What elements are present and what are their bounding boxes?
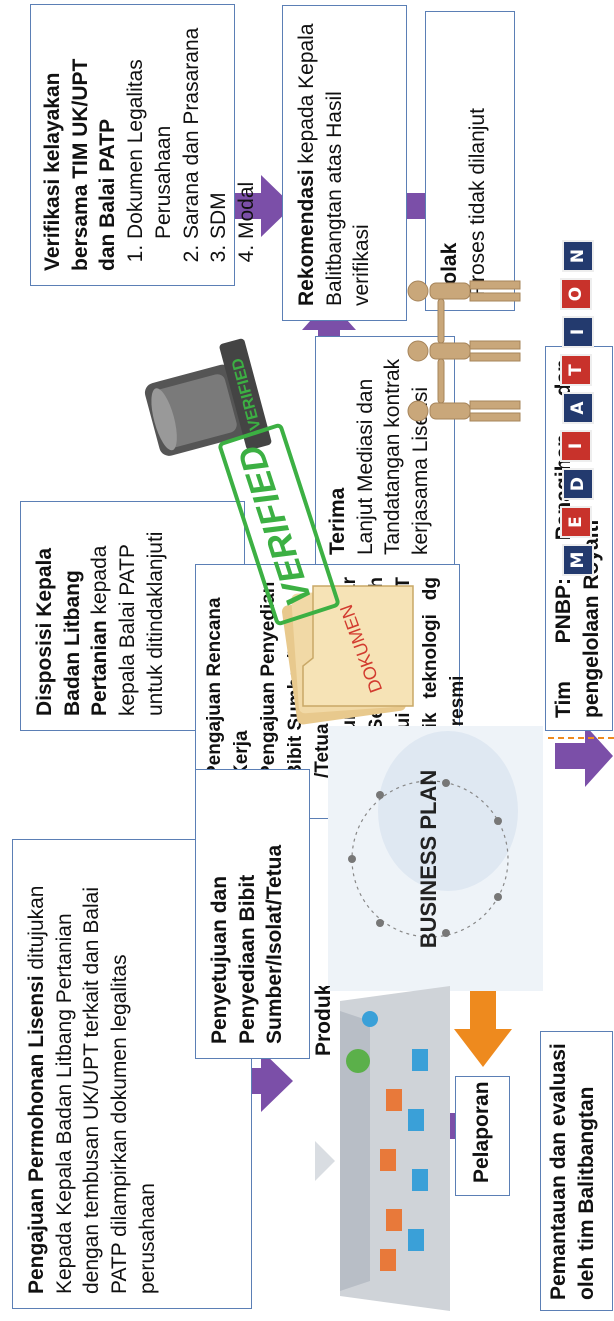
dashed-divider-line	[548, 737, 614, 739]
pengajuan-title: Pengajuan Permohonan Lisensi	[25, 975, 48, 1294]
penyetujuan-text: Penyetujuan dan Penyediaan Bibit Sumber/…	[208, 844, 287, 1044]
box-rekomendasi: Rekomendasi kepada Kepala Balitbangtan a…	[282, 5, 407, 321]
mediation-letter-tile: I	[560, 430, 592, 462]
arrow-verifikasi-to-rekomendasi	[225, 175, 293, 237]
arrow-orange-down	[454, 979, 512, 1067]
verifikasi-item: Sarana dan Prasarana	[178, 19, 206, 239]
verifikasi-item: Modal	[233, 19, 261, 239]
mediation-letter-tile: I	[562, 316, 594, 348]
mediation-letter-tile: O	[560, 278, 592, 310]
verifikasi-item: SDM	[205, 19, 233, 239]
pemantauan-text: Pemantauan dan evaluasi oleh tim Balitba…	[547, 1043, 598, 1300]
verifikasi-title: Verifikasi kelayakan bersama TIM UK/UPT …	[41, 58, 120, 271]
mediation-letter-tile: M	[562, 544, 594, 576]
mediation-letter-tile: N	[562, 240, 594, 272]
verifikasi-list: Dokumen Legalitas Perusahaan Sarana dan …	[122, 19, 261, 271]
pelaporan-text: Pelaporan	[470, 1081, 493, 1183]
mediation-letter-tile: D	[562, 468, 594, 500]
rencana-item: Pengajuan Rencana Kerja	[202, 577, 256, 778]
verified-stamp-image: VERIFIED	[144, 338, 272, 456]
arrow-pemantauan-to-pnbp	[555, 725, 613, 787]
box-penyetujuan: Penyetujuan dan Penyediaan Bibit Sumber/…	[195, 769, 310, 1059]
box-verifikasi: Verifikasi kelayakan bersama TIM UK/UPT …	[30, 4, 258, 286]
terima-title: Terima	[326, 487, 349, 555]
mediation-letter-tile: A	[562, 392, 594, 424]
business-plan-image: BUSINESS PLAN	[328, 726, 543, 991]
production-factory-image: Produksi	[312, 986, 450, 1311]
rekomendasi-title: Rekomendasi	[295, 169, 318, 306]
mediation-letter-tile: T	[560, 354, 592, 386]
mediation-figures-image	[407, 280, 521, 422]
arrow-penyetujuan-to-produksi	[225, 1050, 293, 1112]
business-plan-label: BUSINESS PLAN	[416, 770, 441, 948]
document-folder-image: DOKUMEN	[281, 585, 414, 725]
box-pemantauan: Pemantauan dan evaluasi oleh tim Balitba…	[540, 1031, 613, 1311]
verifikasi-item: Dokumen Legalitas Perusahaan	[122, 19, 177, 239]
mediation-letter-tile: E	[560, 506, 592, 538]
produksi-label: Produksi	[312, 986, 335, 1056]
